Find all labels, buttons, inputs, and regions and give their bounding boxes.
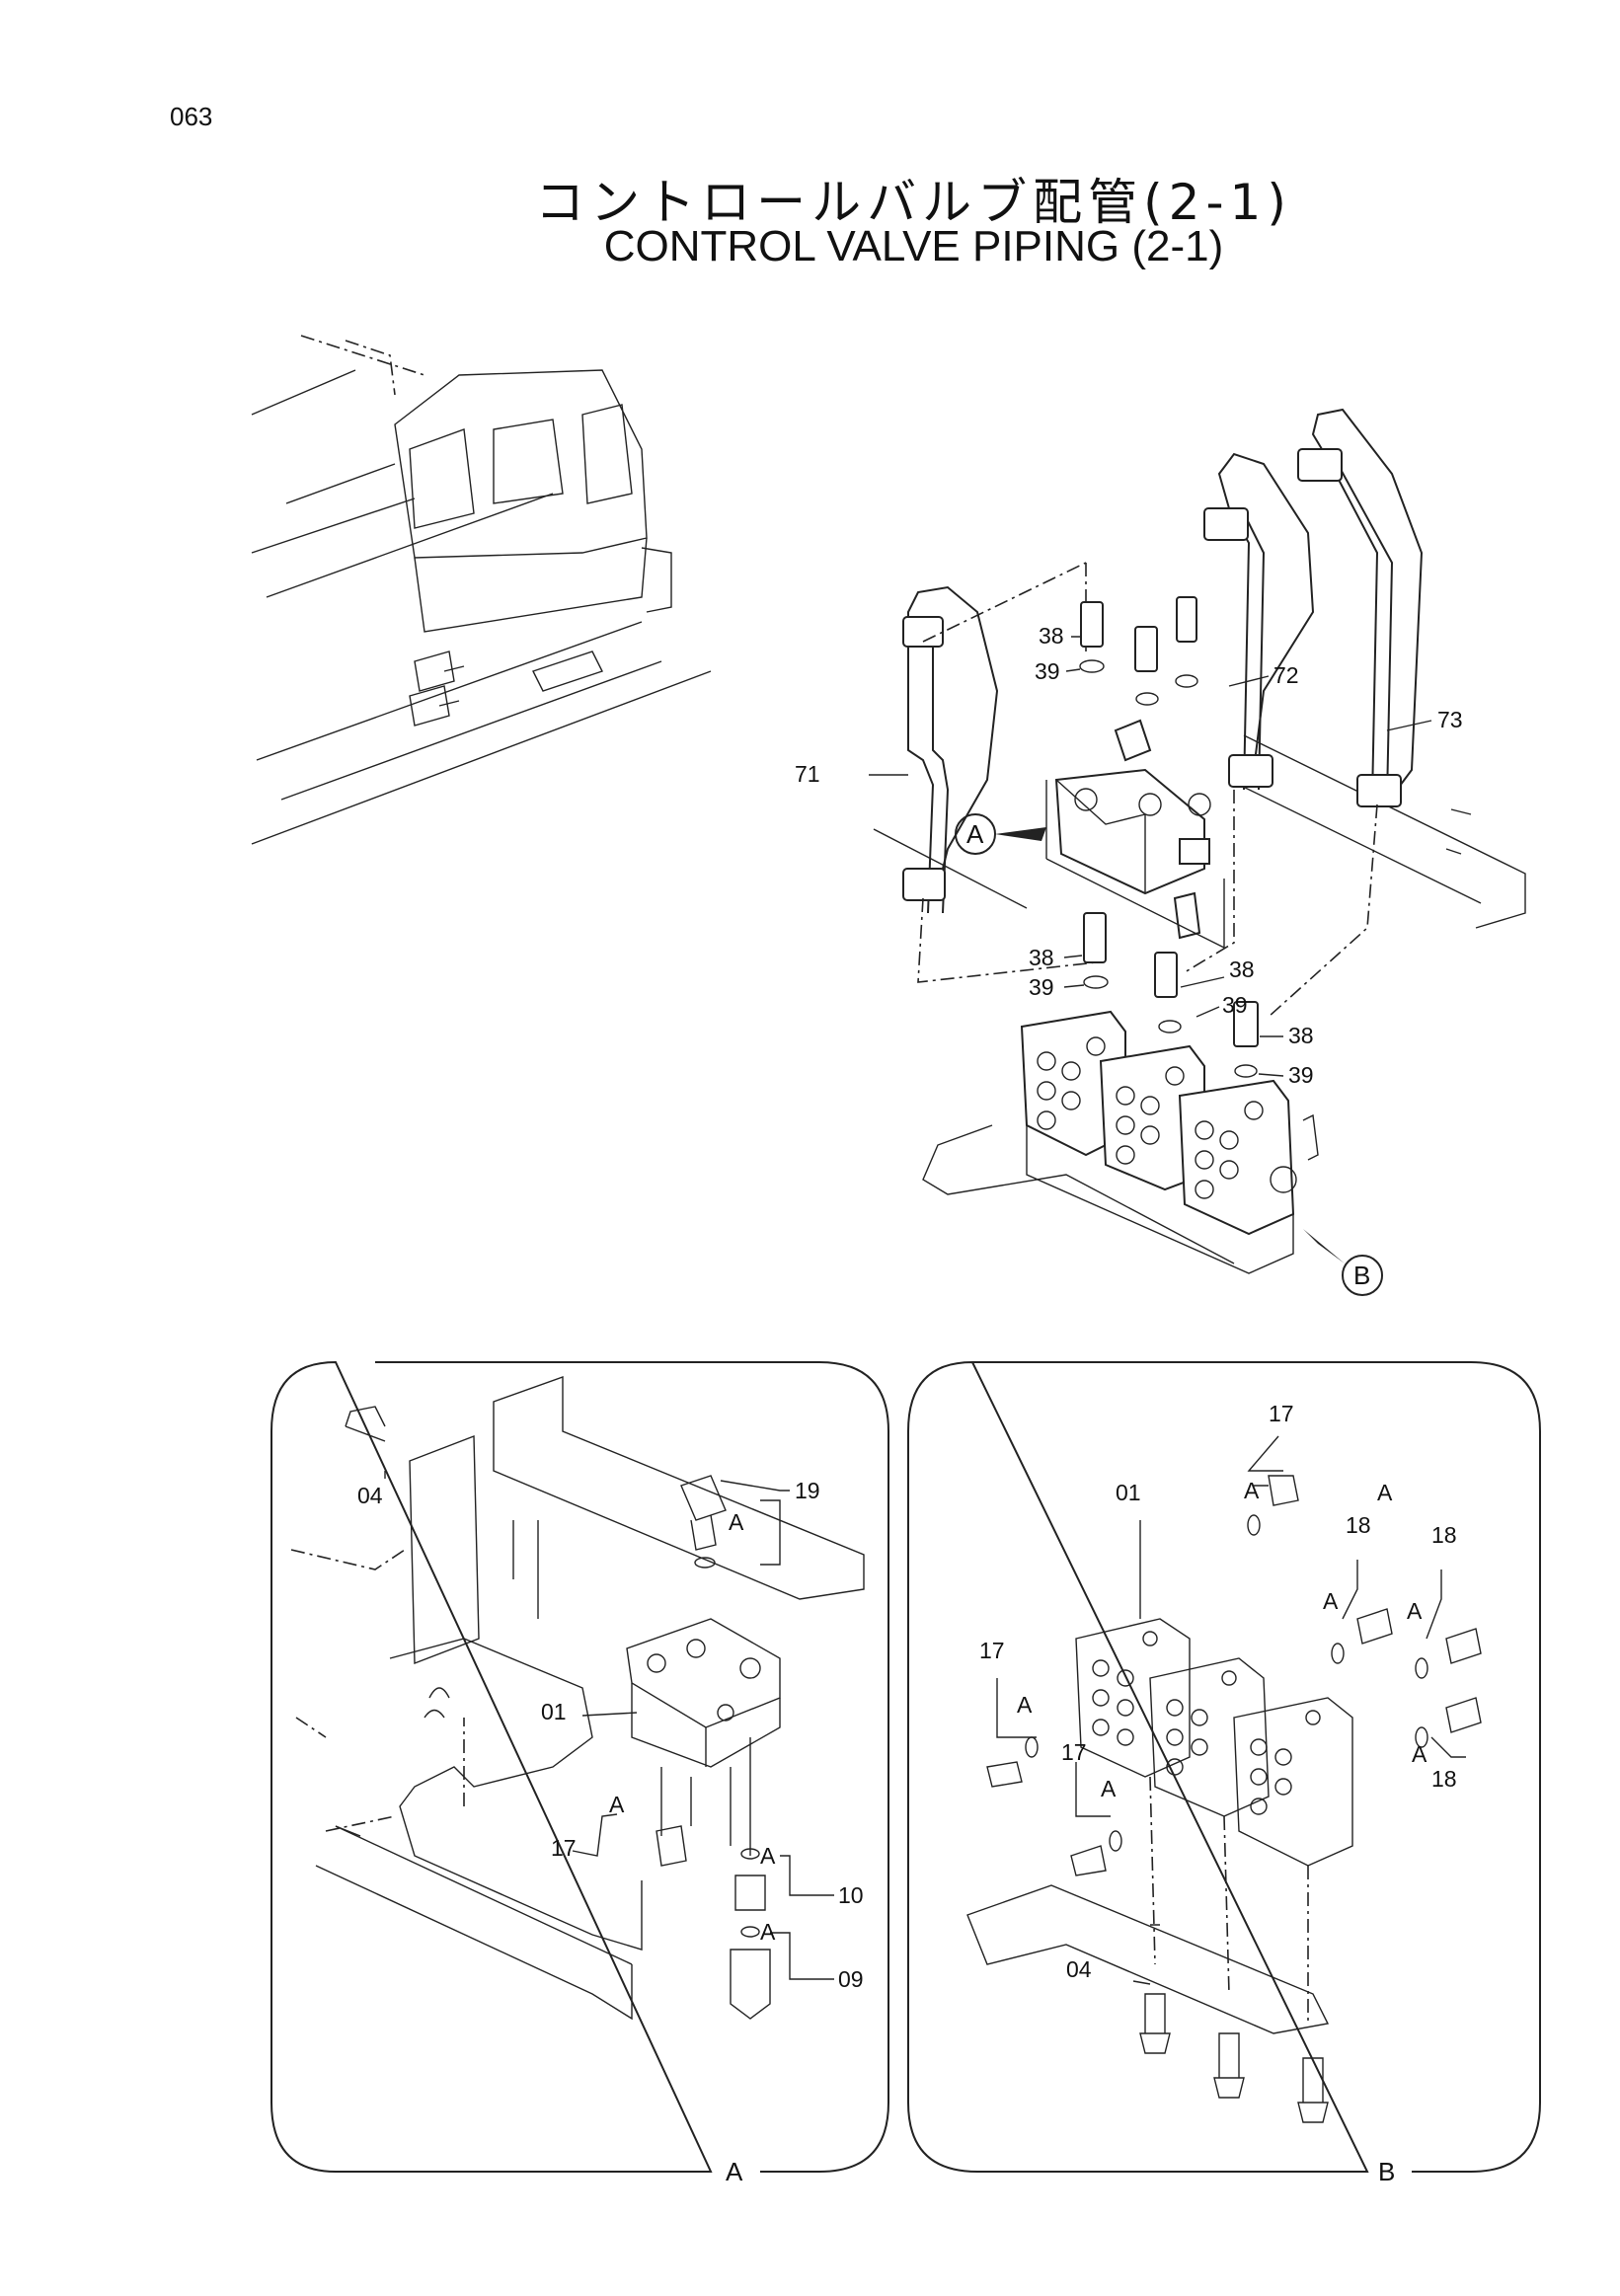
label-01-b: 01 xyxy=(1116,1480,1141,1505)
label-04-a: 04 xyxy=(357,1483,383,1508)
label-10: 10 xyxy=(838,1882,864,1908)
ring-mark-b-1: A xyxy=(1244,1478,1260,1503)
machine-overview xyxy=(251,335,712,845)
ring-mark-b-2: A xyxy=(1323,1588,1339,1614)
label-39-mid: 39 xyxy=(1222,992,1248,1018)
label-72: 72 xyxy=(1273,662,1299,688)
ring-mark-a-1: A xyxy=(729,1509,744,1535)
label-17-a: 17 xyxy=(551,1835,577,1861)
label-09: 09 xyxy=(838,1966,864,1992)
label-18-b-1: 18 xyxy=(1346,1512,1371,1538)
main-exploded-view: 38 39 71 72 73 38 39 38 39 38 39 A B xyxy=(795,408,1526,1296)
label-17-b-left: 17 xyxy=(979,1638,1005,1663)
label-38-lower: 38 xyxy=(1029,945,1054,970)
detail-b: 17 01 18 18 17 17 18 04 A A A A A A A B xyxy=(907,1360,1541,2186)
page-number: 063 xyxy=(170,102,213,131)
title-english: CONTROL VALVE PIPING (2-1) xyxy=(603,222,1224,270)
ring-mark-b-4: A xyxy=(1017,1692,1033,1718)
ring-mark-a-4: A xyxy=(760,1919,776,1945)
main-view-labels: 38 39 71 72 73 38 39 38 39 38 39 A B xyxy=(795,623,1463,1290)
label-01-a: 01 xyxy=(541,1699,567,1724)
label-17-b-lower: 17 xyxy=(1061,1739,1087,1765)
detail-a-caption: A xyxy=(726,2157,743,2186)
label-04-b: 04 xyxy=(1066,1956,1092,1982)
ring-mark-a-3: A xyxy=(760,1843,776,1869)
label-38-upper: 38 xyxy=(1039,623,1064,649)
ring-mark-b-5: A xyxy=(1101,1776,1117,1801)
detail-b-caption: B xyxy=(1378,2157,1395,2186)
title-japanese: コントロールバルブ配管(2-1) xyxy=(535,174,1292,231)
callout-b-circle xyxy=(1342,1255,1383,1296)
callout-a-letter: A xyxy=(966,819,984,849)
ring-mark-b-3: A xyxy=(1407,1598,1423,1624)
label-38-mid: 38 xyxy=(1229,957,1255,982)
callout-b-letter: B xyxy=(1353,1261,1370,1290)
label-17-b-top: 17 xyxy=(1269,1401,1294,1426)
detail-a-labels: 04 19 01 17 10 09 A A A A A xyxy=(357,1478,864,2186)
label-39-upper: 39 xyxy=(1035,658,1060,684)
detail-a-frame xyxy=(270,1360,889,2173)
label-38-right: 38 xyxy=(1288,1023,1314,1048)
detail-a: 04 19 01 17 10 09 A A A A A xyxy=(270,1360,889,2186)
label-73: 73 xyxy=(1437,707,1463,732)
detail-b-frame xyxy=(907,1360,1541,2173)
detail-b-labels: 17 01 18 18 17 17 18 04 A A A A A A A B xyxy=(979,1401,1457,2186)
label-39-right: 39 xyxy=(1288,1062,1314,1088)
label-19: 19 xyxy=(795,1478,820,1503)
label-71: 71 xyxy=(795,761,820,787)
label-18-b-3: 18 xyxy=(1431,1766,1457,1792)
ring-mark-a-2: A xyxy=(609,1792,625,1817)
ring-mark-b-7: A xyxy=(1377,1480,1393,1505)
label-18-b-2: 18 xyxy=(1431,1522,1457,1548)
label-39-lower: 39 xyxy=(1029,974,1054,1000)
ring-mark-b-6: A xyxy=(1412,1741,1427,1767)
